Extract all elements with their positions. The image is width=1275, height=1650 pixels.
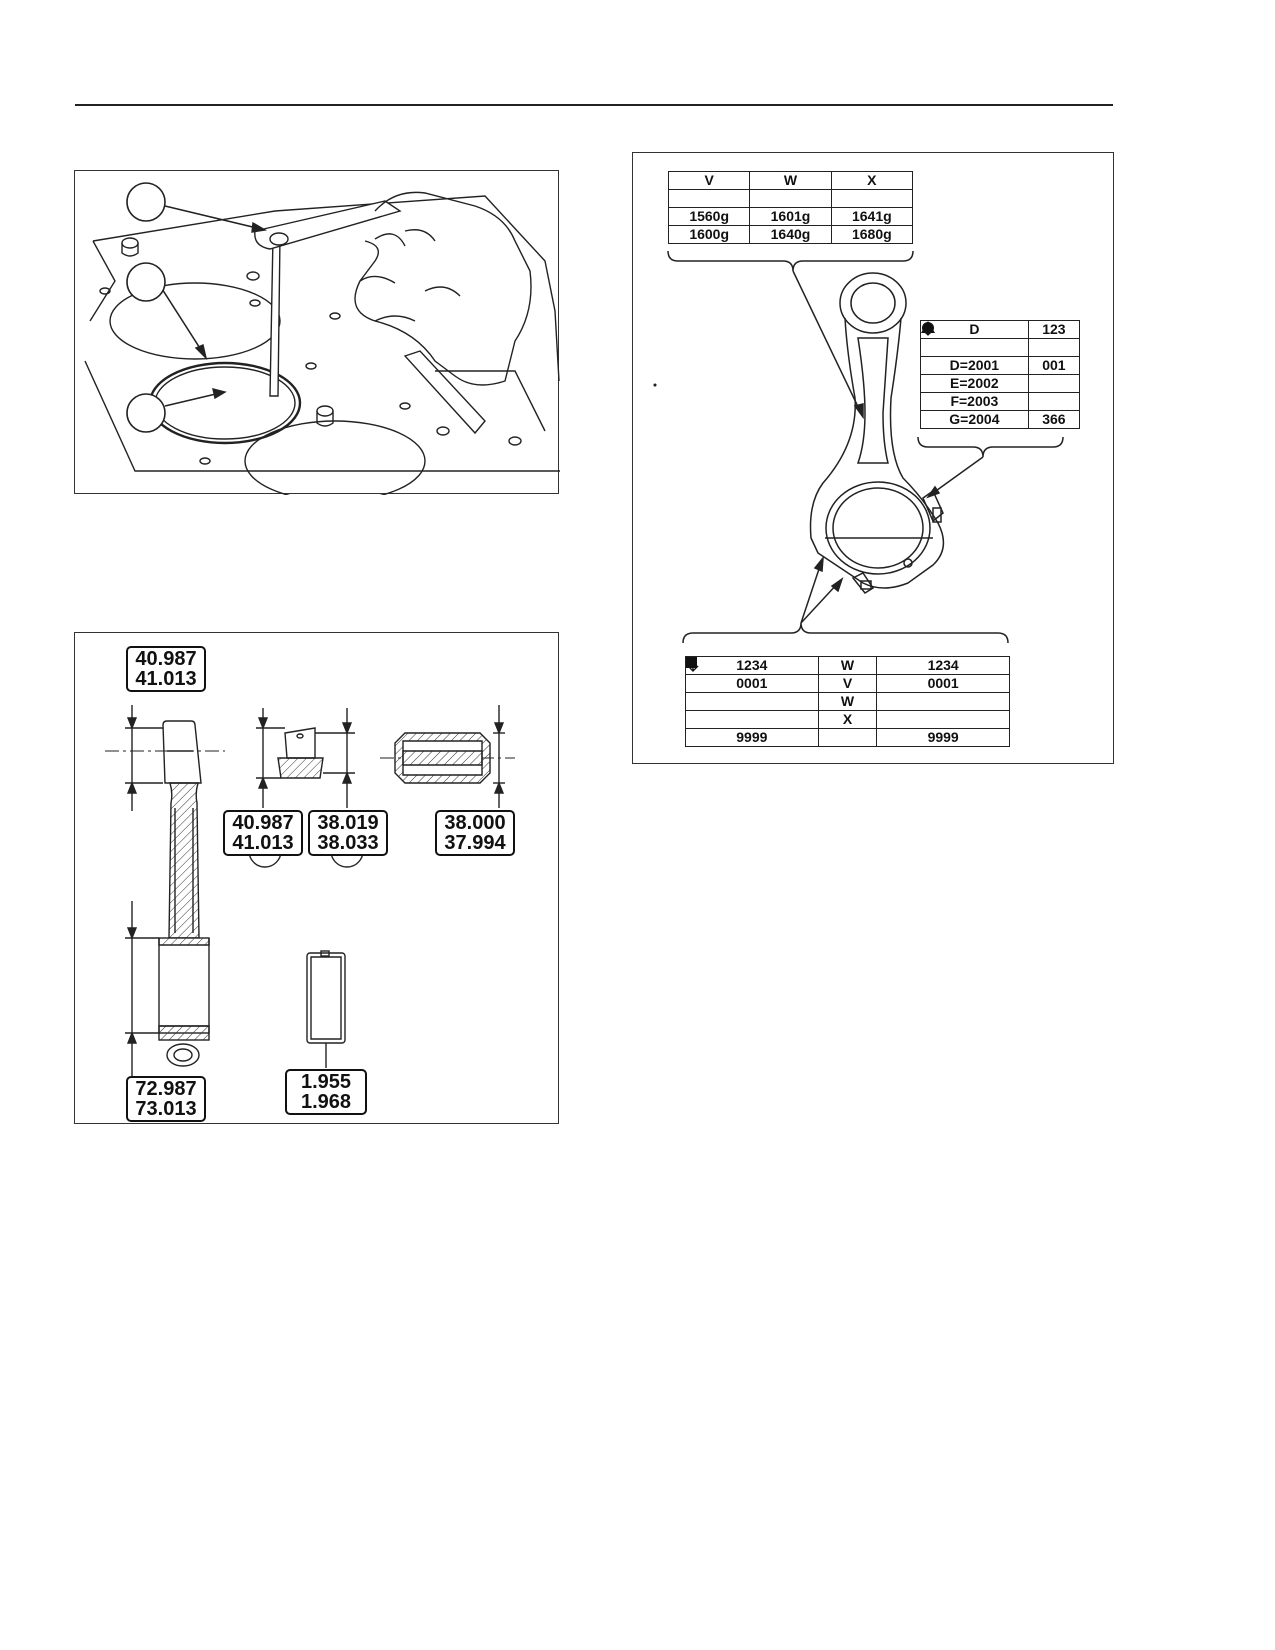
serial-cell: W	[817, 692, 878, 711]
date-cell: E=2002	[920, 374, 1029, 393]
date-cell: 366	[1027, 410, 1081, 429]
weight-cell: 1641g	[830, 207, 914, 226]
serial-cell: 0001	[876, 674, 1010, 693]
callout-circle-3	[126, 393, 166, 433]
weight-cell: 1600g	[667, 225, 751, 244]
weight-cell: 1680g	[830, 225, 914, 244]
pin-min: 38.000	[444, 812, 506, 834]
weight-header-v: V	[667, 171, 751, 190]
weight-cell	[667, 189, 751, 208]
weight-class-table: V W X 1560g 1601g 1641g 1600g 1640g 1680…	[667, 171, 914, 244]
serial-cell: V	[817, 674, 878, 693]
connecting-rod-marking-illustration	[653, 250, 1064, 644]
weight-cell	[830, 189, 914, 208]
weight-cell: 1640g	[749, 225, 832, 244]
bearing-shell-dimension: 1.955 1.968	[285, 1069, 367, 1115]
weight-cell	[749, 189, 832, 208]
bearing-shell-max: 1.968	[300, 1091, 352, 1113]
serial-cell: 9999	[685, 728, 819, 747]
date-cell: D=2001	[920, 356, 1029, 375]
callout-circle-1	[126, 182, 166, 222]
weight-cell: 1601g	[749, 207, 832, 226]
rod-big-end-dimension: 72.987 73.013	[126, 1076, 206, 1122]
serial-cell	[685, 692, 819, 711]
dimension-illustration	[105, 705, 515, 1088]
date-cell: 001	[1027, 356, 1081, 375]
date-code-table: D 123 D=2001 001 E=2002 F=2003 G=2004 36…	[920, 320, 1081, 429]
figure-2-panel: 40.987 41.013 72.987 73.013 40.987 41.01…	[74, 632, 559, 1124]
rod-small-end-max: 41.013	[135, 668, 197, 690]
rod-small-end-min: 40.987	[135, 648, 197, 670]
serial-cell: X	[817, 710, 878, 729]
serial-cell: 9999	[876, 728, 1010, 747]
figure-3-panel: V W X 1560g 1601g 1641g 1600g 1640g 1680…	[632, 152, 1114, 764]
rod-big-end-max: 73.013	[135, 1098, 197, 1120]
arrow-down-icon	[685, 657, 819, 729]
date-cell	[1027, 374, 1081, 393]
weight-header-w: W	[749, 171, 832, 190]
bushing-inner-max: 38.033	[317, 832, 379, 854]
serial-cell: 0001	[685, 674, 819, 693]
header-rule	[75, 104, 1113, 106]
pin-max: 37.994	[444, 832, 506, 854]
bushing-outer-max: 41.013	[232, 832, 294, 854]
serial-cell	[817, 728, 878, 747]
bushing-outer-dimension: 40.987 41.013	[223, 810, 303, 856]
date-cell: F=2003	[920, 392, 1029, 411]
serial-header-mid: W	[685, 656, 878, 675]
weight-header-x: X	[830, 171, 914, 190]
serial-cell	[876, 692, 1010, 711]
weight-cell: 1560g	[667, 207, 751, 226]
serial-number-table: 1234 W 1234 0001 V 0001 W X 9999 9999	[685, 656, 1010, 747]
square-icon	[685, 656, 697, 668]
arrow-down-icon	[687, 657, 1010, 729]
date-header-123: 123	[1027, 320, 1081, 339]
bushing-inner-dimension: 38.019 38.033	[308, 810, 388, 856]
figure-1-panel	[74, 170, 560, 495]
rod-small-end-dimension: 40.987 41.013	[126, 646, 206, 692]
circle-icon	[921, 321, 1081, 357]
serial-header-left: 1234	[685, 656, 819, 675]
arrow-down-icon	[922, 321, 1081, 411]
serial-header-w: W	[840, 657, 855, 673]
pin-dimension: 38.000 37.994	[435, 810, 515, 856]
cylinder-block-illustration	[84, 182, 560, 495]
bushing-inner-min: 38.019	[317, 812, 379, 834]
serial-header-right: 1234	[876, 656, 1010, 675]
date-cell: G=2004	[920, 410, 1029, 429]
triangle-icon	[920, 320, 1029, 357]
date-header-d: D	[920, 320, 1029, 339]
bearing-shell-min: 1.955	[300, 1071, 352, 1093]
bushing-outer-min: 40.987	[232, 812, 294, 834]
rod-big-end-min: 72.987	[135, 1078, 197, 1100]
callout-circle-2	[126, 262, 166, 302]
